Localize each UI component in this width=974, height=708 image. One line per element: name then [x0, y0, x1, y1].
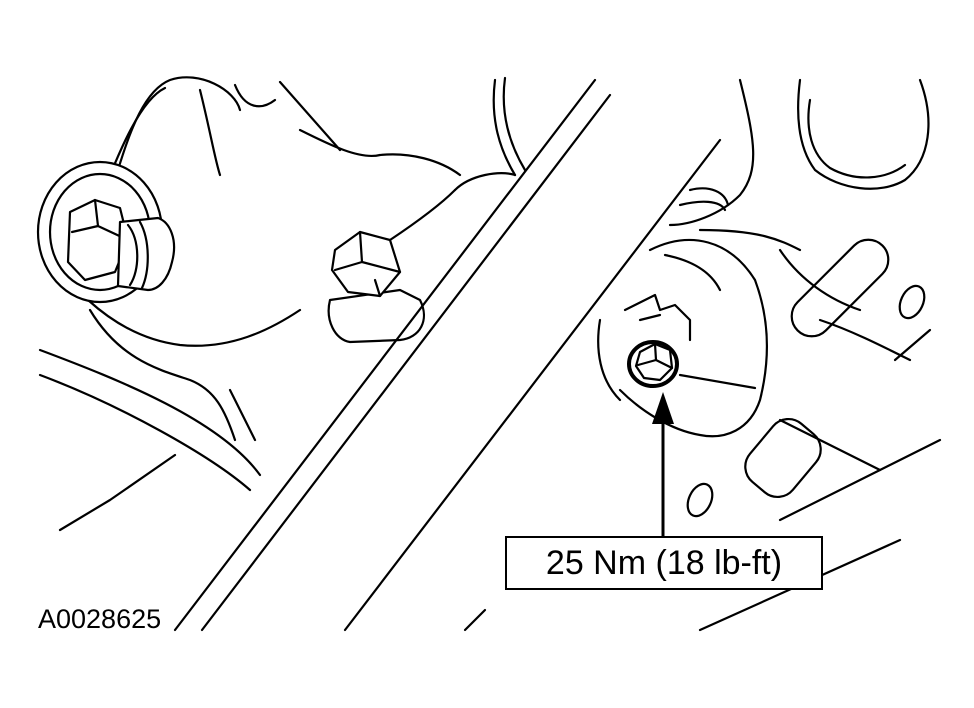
plate-slots — [686, 238, 926, 518]
left-mount-bracket — [38, 76, 462, 532]
torque-bolt — [627, 340, 679, 388]
torque-spec-label: 25 Nm (18 lb-ft) — [545, 543, 783, 582]
frame-rail — [173, 78, 722, 632]
figure-id: A0028625 — [38, 604, 162, 634]
torque-callout: 25 Nm (18 lb-ft) — [505, 536, 823, 590]
left-bolt-assembly — [36, 160, 176, 304]
upper-right-casting — [492, 76, 930, 227]
right-bracket-plate — [597, 228, 942, 632]
center-bolt — [327, 172, 517, 344]
callout-arrow — [652, 392, 674, 536]
